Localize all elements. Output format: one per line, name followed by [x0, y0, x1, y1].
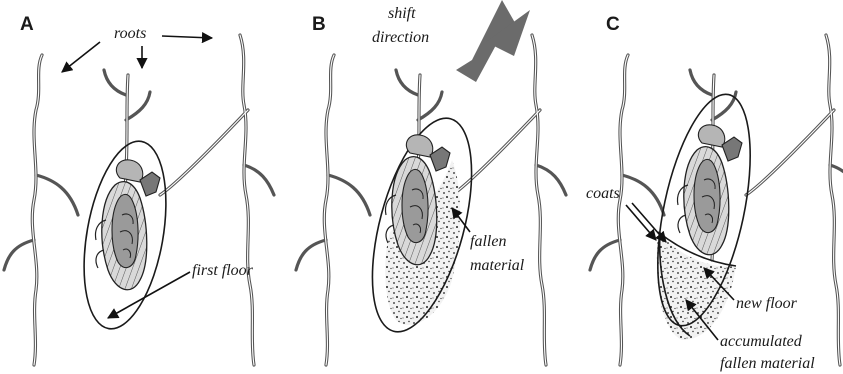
fallen-material-label: material [470, 257, 525, 274]
fallen-material-label: fallen [470, 233, 506, 250]
nymph-icon [677, 125, 742, 255]
panel-letter: C [606, 14, 620, 35]
coats-arrow [626, 205, 656, 240]
panel-a: A roots first floor [4, 14, 274, 365]
panel-letter: B [312, 14, 326, 35]
new-floor-label: new floor [736, 295, 798, 312]
accumulated-fallen-material-label: fallen material [720, 355, 815, 372]
roots-arrow [62, 42, 100, 72]
roots-label: roots [114, 25, 146, 42]
shift-direction-label: direction [372, 29, 429, 46]
panel-c: C coats new floor accumulated fallen mat… [586, 14, 843, 372]
coats-label: coats [586, 185, 620, 202]
roots-arrow [162, 36, 212, 38]
panel-letter: A [20, 14, 34, 35]
first-floor-label: first floor [192, 262, 254, 279]
nymph-icon [95, 160, 160, 290]
shift-direction-label: shift [388, 5, 416, 22]
accumulated-fallen-material-label: accumulated [720, 333, 803, 350]
panel-b: B shift direction fallen material [296, 0, 566, 365]
